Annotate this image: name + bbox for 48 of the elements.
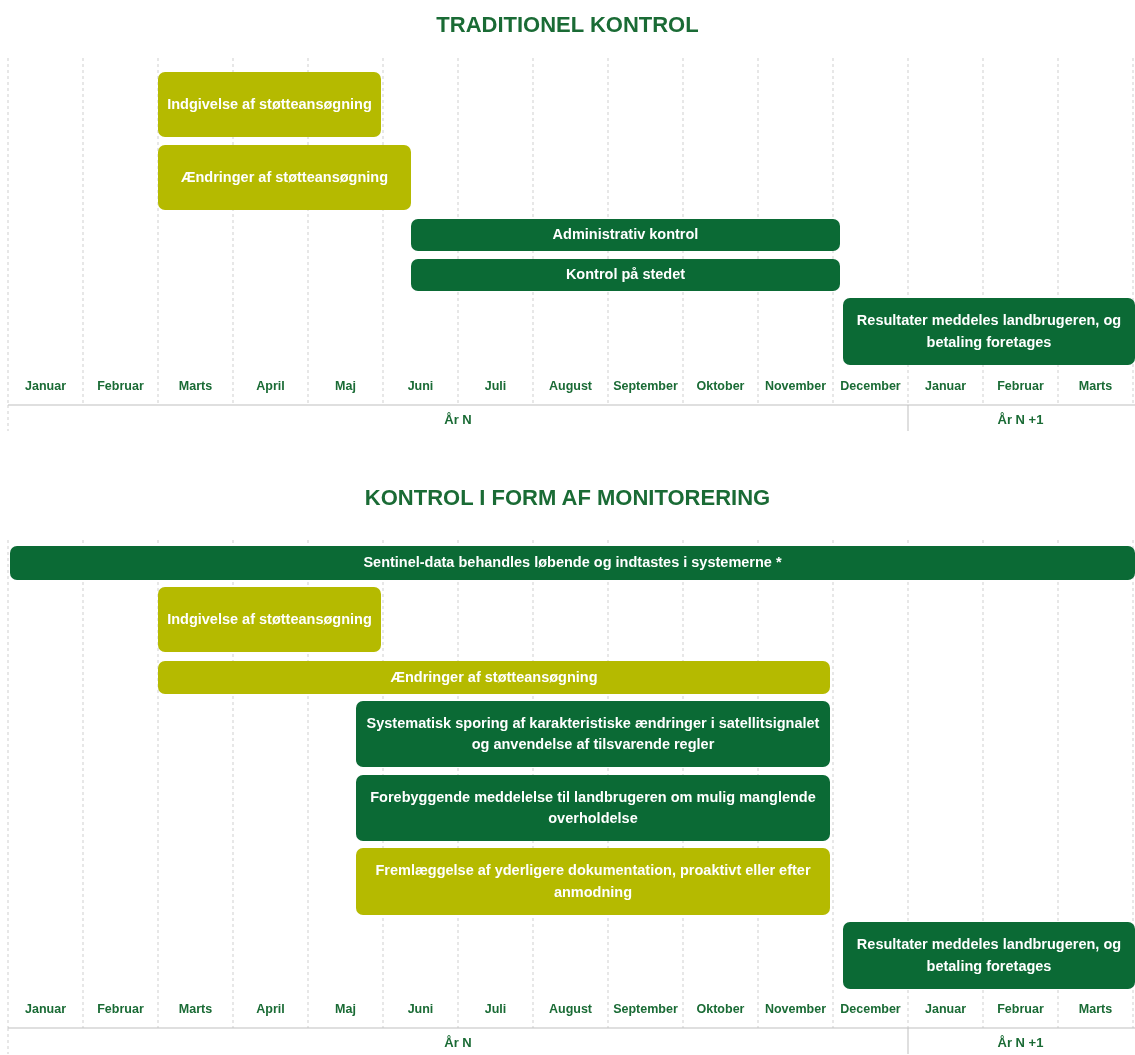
timeline-bar: Sentinel-data behandles løbende og indtastes i systemerne * [10,546,1135,580]
month-label: Oktober [695,1002,746,1016]
month-label: Januar [24,379,67,393]
month-label: Marts [177,379,214,393]
month-label: Februar [996,1002,1045,1016]
month-label: Juli [483,379,508,393]
timeline-bar: Indgivelse af støtteansøgning [158,587,381,652]
month-label: Februar [96,379,145,393]
timeline-bar: Fremlæggelse af yderligere dokumentation, proaktivt eller efter anmodning [356,848,830,915]
month-label: August [547,1002,594,1016]
year-label: År N [443,412,473,427]
month-label: Maj [334,1002,357,1016]
timeline-bar: Resultater meddeles landbrugeren, og betaling foretages [843,298,1135,365]
timeline-bar: Kontrol på stedet [411,259,840,291]
section-title: KONTROL I FORM AF MONITORERING [363,485,772,511]
timeline-bar: Indgivelse af støtteansøgning [158,72,381,137]
month-label: Marts [1077,379,1114,393]
month-label: Marts [1077,1002,1114,1016]
timeline-bar: Administrativ kontrol [411,219,840,251]
month-label: September [612,1002,679,1016]
month-label: November [763,1002,828,1016]
timeline-bar: Ændringer af støtteansøgning [158,661,830,694]
month-label: December [839,1002,902,1016]
month-label: April [255,379,286,393]
month-label: Juni [406,379,435,393]
month-label: Oktober [695,379,746,393]
month-label: Januar [24,1002,67,1016]
month-label: Februar [996,379,1045,393]
year-label: År N +1 [996,1035,1045,1050]
month-label: Juli [483,1002,508,1016]
timeline-bar: Forebyggende meddelelse til landbrugeren om mulig manglende overholdelse [356,775,830,841]
year-label: År N [443,1035,473,1050]
month-label: April [255,1002,286,1016]
year-label: År N +1 [996,412,1045,427]
timeline-bar: Systematisk sporing af karakteristiske ændringer i satellitsignalet og anvendelse af tilsvarende regler [356,701,830,767]
month-label: November [763,379,828,393]
month-label: August [547,379,594,393]
month-label: Januar [924,379,967,393]
month-label: Januar [924,1002,967,1016]
timeline-bar: Resultater meddeles landbrugeren, og betaling foretages [843,922,1135,989]
month-label: September [612,379,679,393]
month-label: December [839,379,902,393]
month-label: Marts [177,1002,214,1016]
month-label: Maj [334,379,357,393]
timeline-bar: Ændringer af støtteansøgning [158,145,411,210]
section-title: TRADITIONEL KONTROL [435,12,700,38]
month-label: Februar [96,1002,145,1016]
month-label: Juni [406,1002,435,1016]
